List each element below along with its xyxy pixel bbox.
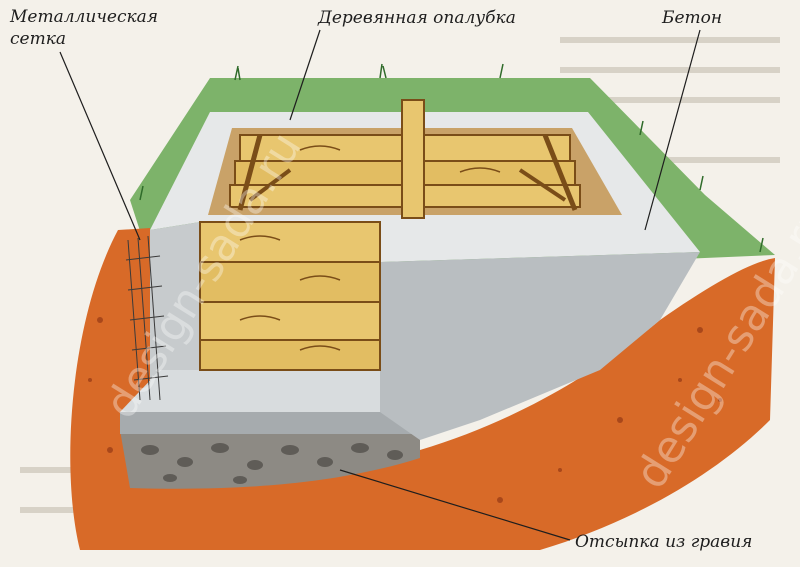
leader-lines xyxy=(59,29,701,541)
wood-formwork xyxy=(199,99,581,371)
concrete-wall-front-left xyxy=(150,222,200,380)
soil-texture xyxy=(88,317,722,503)
mesh-label-line2: сетка xyxy=(10,29,66,49)
concrete-footing-top xyxy=(120,370,380,412)
concrete-label: Бетон xyxy=(662,8,723,28)
concrete-wall-side xyxy=(380,252,700,440)
mesh-label-line1: Металлическая xyxy=(10,7,159,27)
gravel-label: Отсыпка из гравия xyxy=(575,532,753,552)
gravel-bed xyxy=(120,430,420,489)
gravel-stones xyxy=(141,443,403,484)
concrete-footing-front xyxy=(120,412,420,434)
formwork-label: Деревянная опалубка xyxy=(318,8,516,28)
metal-mesh xyxy=(125,235,169,401)
grass-tufts xyxy=(139,63,764,253)
mesh-label: Металлическая сетка xyxy=(10,6,158,50)
